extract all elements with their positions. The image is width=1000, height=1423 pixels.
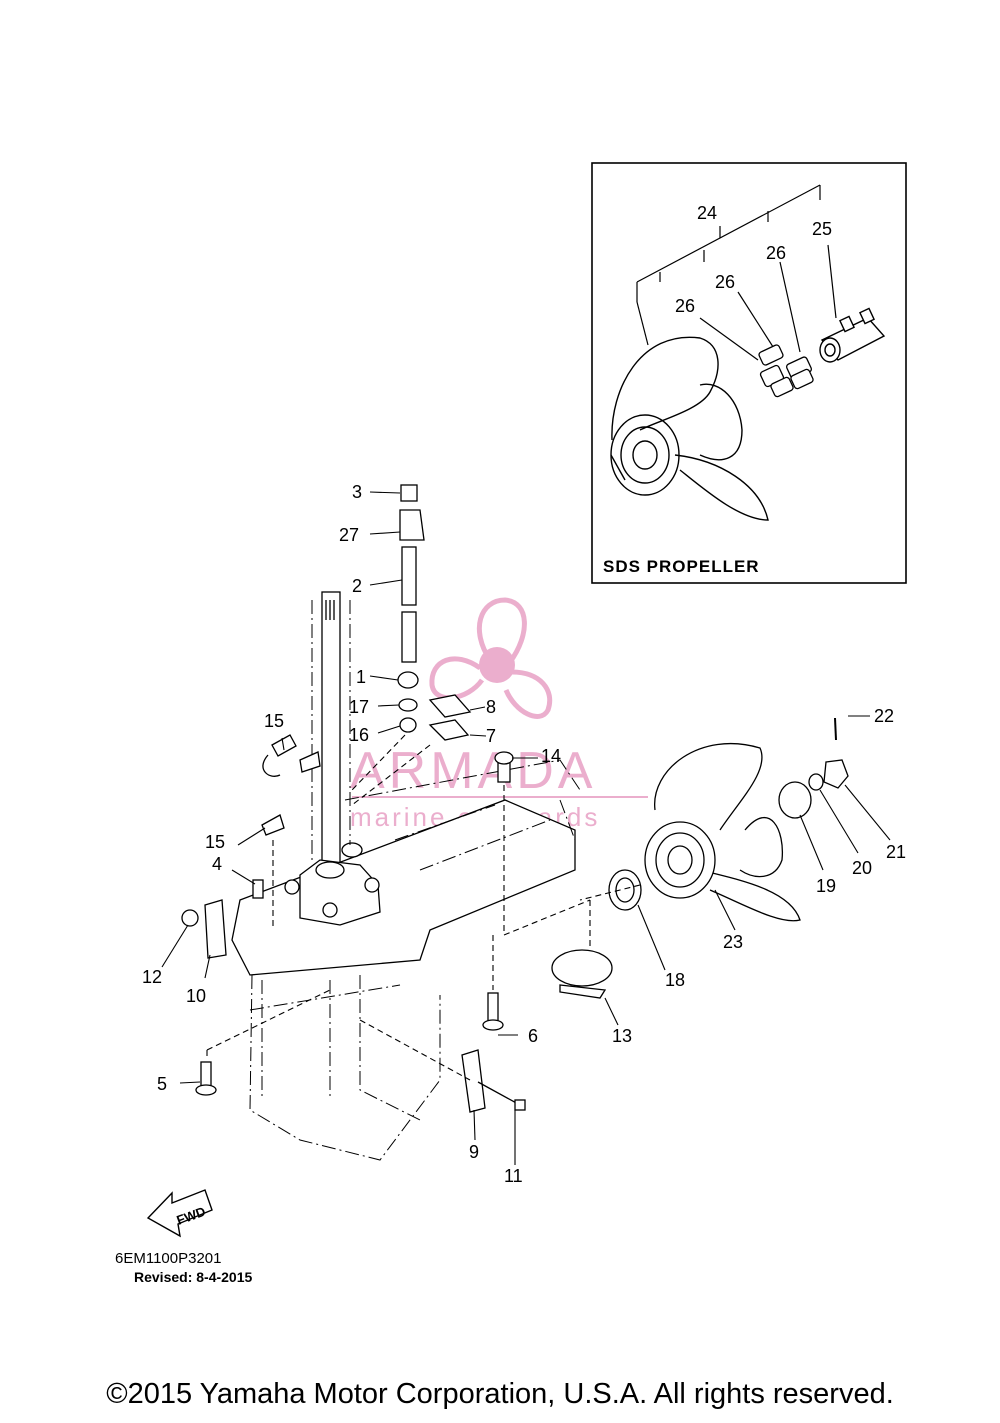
callout-2: 2 — [352, 576, 362, 596]
callout-21: 21 — [886, 842, 906, 862]
callout-16: 16 — [349, 725, 369, 745]
callout-25: 25 — [812, 219, 832, 239]
callout-4: 4 — [212, 854, 222, 874]
callout-22: 22 — [874, 706, 894, 726]
callout-1: 1 — [356, 667, 366, 687]
callout-9: 9 — [469, 1142, 479, 1162]
callout-17: 17 — [349, 697, 369, 717]
callout-19: 19 — [816, 876, 836, 896]
callout-27: 27 — [339, 525, 359, 545]
callout-26: 26 — [766, 243, 786, 263]
callout-14: 14 — [541, 746, 561, 766]
callout-13: 13 — [612, 1026, 632, 1046]
watermark-brand: ARMADA — [350, 742, 596, 800]
callout-26: 26 — [715, 272, 735, 292]
watermark-logo — [429, 597, 553, 719]
callout-11: 11 — [504, 1166, 523, 1186]
callout-8: 8 — [486, 697, 496, 717]
callout-15: 15 — [264, 711, 284, 731]
callout-10: 10 — [186, 986, 206, 1006]
lower-unit-drawing — [181, 484, 849, 1161]
inset-leader-lines — [636, 184, 837, 361]
sds-bushing — [819, 307, 886, 363]
callout-26: 26 — [675, 296, 695, 316]
callout-23: 23 — [723, 932, 743, 952]
fwd-arrow: FWD — [146, 1189, 213, 1238]
inset-frame — [591, 162, 907, 584]
sds-propeller-drawing — [610, 336, 769, 521]
copyright-notice: ©2015 Yamaha Motor Corporation, U.S.A. A… — [106, 1378, 894, 1410]
callout-24: 24 — [697, 203, 717, 223]
callout-18: 18 — [665, 970, 685, 990]
callout-7: 7 — [486, 726, 496, 746]
callout-12: 12 — [142, 967, 162, 987]
callout-15: 15 — [205, 832, 225, 852]
revised-date: Revised: 8-4-2015 — [134, 1269, 253, 1285]
reference-code: 6EM1100P3201 — [115, 1250, 221, 1267]
sds-dampers — [758, 344, 814, 398]
main-callouts: 3 27 2 1 17 16 8 7 14 15 15 4 12 10 5 6 … — [142, 482, 906, 1186]
callout-20: 20 — [852, 858, 872, 878]
sds-propeller-inset: 24 25 26 26 26 SDS PROPELLER — [591, 162, 907, 584]
inset-title: SDS PROPELLER — [603, 557, 760, 576]
armada-watermark: ARMADA marine outboards — [350, 597, 648, 832]
callout-5: 5 — [157, 1074, 167, 1094]
callout-6: 6 — [528, 1026, 538, 1046]
callout-leaders — [161, 491, 891, 1165]
callout-3: 3 — [352, 482, 362, 502]
